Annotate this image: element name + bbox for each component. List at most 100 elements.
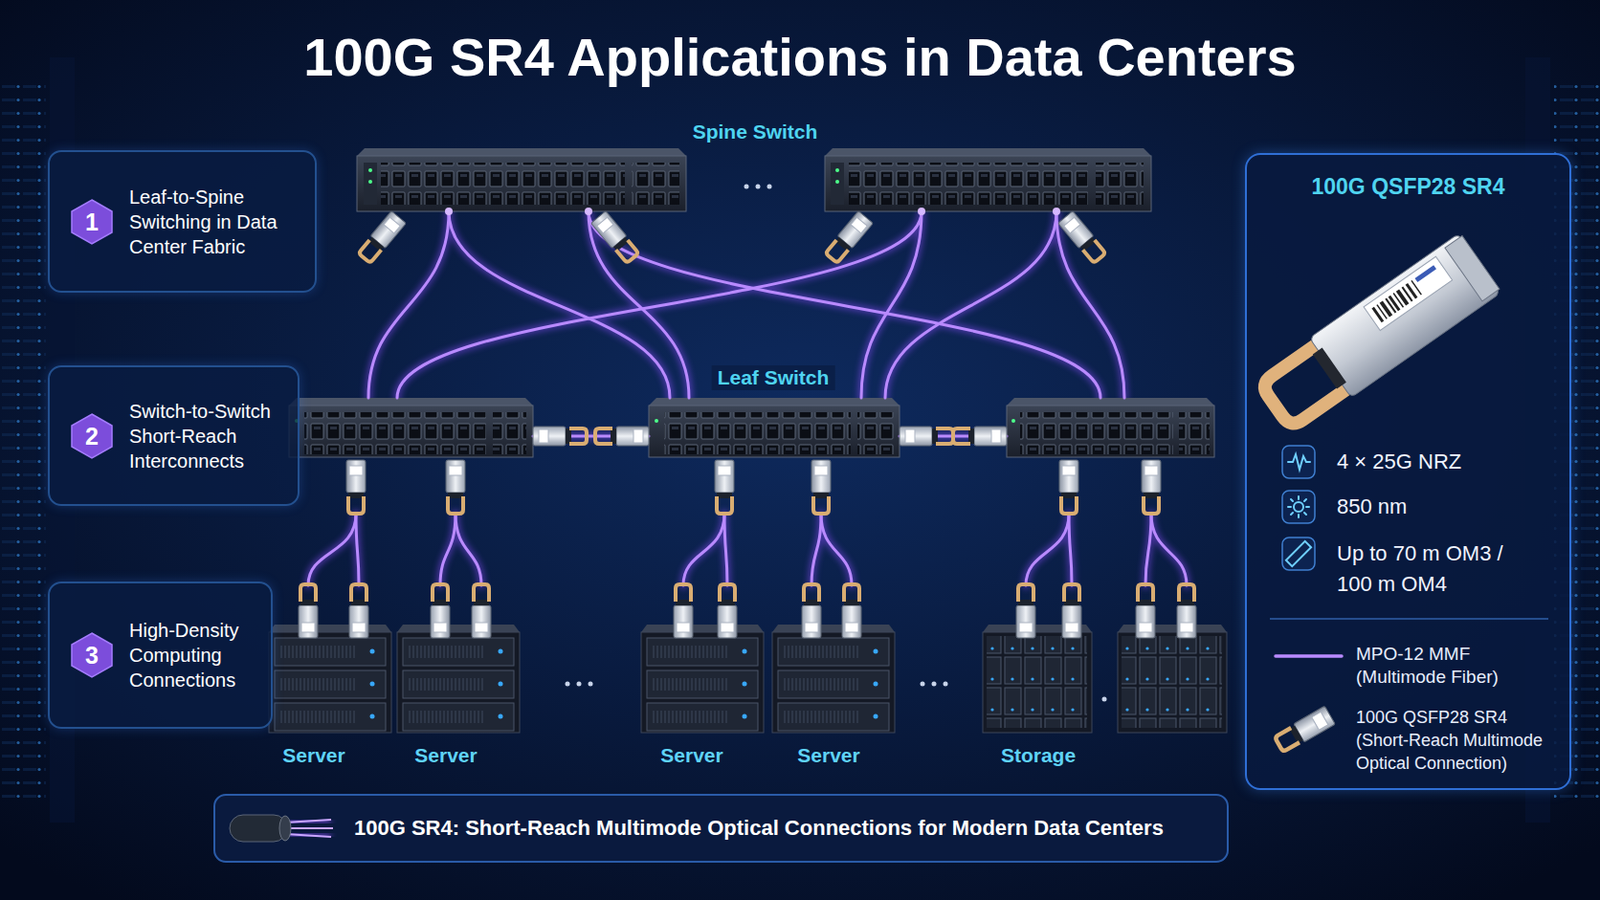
server-chassis	[641, 624, 764, 734]
qsfp28-module	[1016, 584, 1036, 639]
qsfp28-module	[899, 426, 954, 446]
spine-switch	[824, 148, 1152, 212]
spec-icon-glyph	[1286, 541, 1312, 567]
port-glow	[584, 207, 593, 216]
ellipsis-dots	[577, 682, 582, 688]
device-label: Server	[797, 743, 860, 769]
qsfp28-module-photo	[1363, 256, 1453, 331]
qsfp28-module-photo	[1254, 232, 1502, 437]
leaf-switch	[492, 412, 527, 455]
caption-bar	[214, 795, 1228, 863]
spec-icon	[1282, 537, 1315, 571]
port-glow	[444, 207, 453, 216]
fiber-cable-icon	[229, 815, 288, 843]
spec-panel: 100G QSFP28 SR44 × 25G NRZ850 nmUp to 70…	[1244, 153, 1572, 791]
qsfp28-module	[717, 584, 737, 639]
port-glow	[1052, 207, 1061, 216]
qsfp28-module-photo	[1379, 300, 1394, 317]
leaf-switch	[1006, 398, 1215, 406]
device-label: Server	[282, 743, 345, 769]
spec-item: 850 nm	[1336, 494, 1538, 520]
device-label: Server	[414, 743, 477, 769]
legend-module-sample	[1273, 706, 1335, 755]
fiber-cable-icon	[279, 816, 291, 842]
callout-badge: 2	[70, 413, 113, 460]
qsfp28-module	[1062, 584, 1082, 639]
spec-icon-glyph	[1288, 496, 1310, 518]
info-panel-fill	[1244, 153, 1572, 791]
leaf-switch	[304, 412, 487, 455]
qsfp28-module-photo	[1410, 280, 1423, 296]
leaf-switch	[288, 398, 534, 406]
section-label: Spine Switch	[687, 119, 824, 145]
divider	[1269, 618, 1549, 621]
ellipsis-dots	[1102, 697, 1108, 703]
spine-switch	[835, 168, 840, 173]
feature-text: Switch-to-Switch Short-Reach Interconnec…	[129, 399, 285, 474]
qsfp28-module	[298, 584, 1197, 639]
device-node: Server	[761, 624, 896, 769]
qsfp28-module	[823, 211, 873, 266]
storage-chassis	[982, 624, 1092, 734]
callout-badge: 1	[70, 199, 113, 245]
qsfp28-module-photo	[1388, 295, 1401, 312]
leaf-switch	[288, 405, 534, 458]
device-node: Server	[246, 624, 381, 769]
qsfp28-module	[1177, 584, 1197, 639]
callout-number: 2	[85, 422, 99, 451]
device-label: Server	[660, 743, 723, 769]
qsfp28-module	[430, 584, 450, 639]
spine-switch	[824, 148, 1152, 156]
qsfp28-module-photo	[1371, 307, 1384, 323]
ellipsis-dots	[755, 184, 761, 190]
device-node: Storage	[971, 624, 1106, 769]
spine-switch	[824, 155, 1152, 212]
hexagon-shape	[71, 633, 112, 678]
leaf-switch	[1006, 405, 1215, 458]
qsfp28-module	[346, 460, 366, 514]
spec-icon	[1282, 445, 1315, 571]
feature-text: Leaf-to-Spine Switching in Data Center F…	[129, 184, 302, 260]
ellipsis-dots	[932, 682, 937, 688]
legend-text: 100G QSFP28 SR4 (Short-Reach Multimode O…	[1355, 706, 1553, 776]
section-label: Leaf Switch	[711, 365, 836, 391]
qsfp28-module	[842, 584, 862, 639]
spine-switch	[631, 162, 680, 205]
qsfp28-module	[298, 584, 318, 639]
spine-switch	[356, 155, 687, 212]
spec-icon-glyph	[1288, 454, 1311, 470]
server-chassis	[268, 624, 895, 734]
spec-icon-glyph	[1293, 502, 1304, 512]
spine-switch	[848, 162, 1089, 205]
server-chassis	[397, 624, 520, 734]
hexagon-shape	[71, 414, 112, 459]
qsfp28-module-photo	[1309, 233, 1500, 398]
spine-switch	[356, 148, 687, 156]
callout-number: 3	[85, 641, 99, 670]
qsfp28-module	[1135, 584, 1156, 639]
qsfp28-module-photo	[1414, 265, 1437, 283]
ellipsis-dots	[588, 682, 594, 688]
spine-switch	[368, 179, 373, 184]
qsfp28-module	[801, 584, 822, 639]
storage-chassis	[982, 624, 1227, 734]
spine-switch	[356, 148, 687, 212]
callout-badge: 3	[70, 632, 113, 679]
qsfp28-module	[714, 460, 734, 514]
feature-panel: Leaf-to-Spine Switching in Data Center F…	[47, 150, 317, 293]
qsfp28-module	[533, 426, 587, 446]
spine-switch	[368, 168, 373, 173]
leaf-switch	[664, 412, 851, 455]
legend-fiber-sample	[1275, 654, 1342, 659]
qsfp28-module	[1141, 460, 1161, 514]
hexagon-shape	[71, 200, 112, 245]
spine-switch	[1095, 162, 1144, 205]
legend-fiber-sample	[1275, 656, 1342, 658]
server-rack-backdrop	[0, 57, 1600, 823]
feature-text: High-Density Computing Connections	[129, 618, 258, 693]
qsfp28-module	[471, 584, 491, 639]
leaf-switch	[1006, 398, 1215, 458]
diagram-title: 100G SR4 Applications in Data Centers	[0, 24, 1600, 90]
